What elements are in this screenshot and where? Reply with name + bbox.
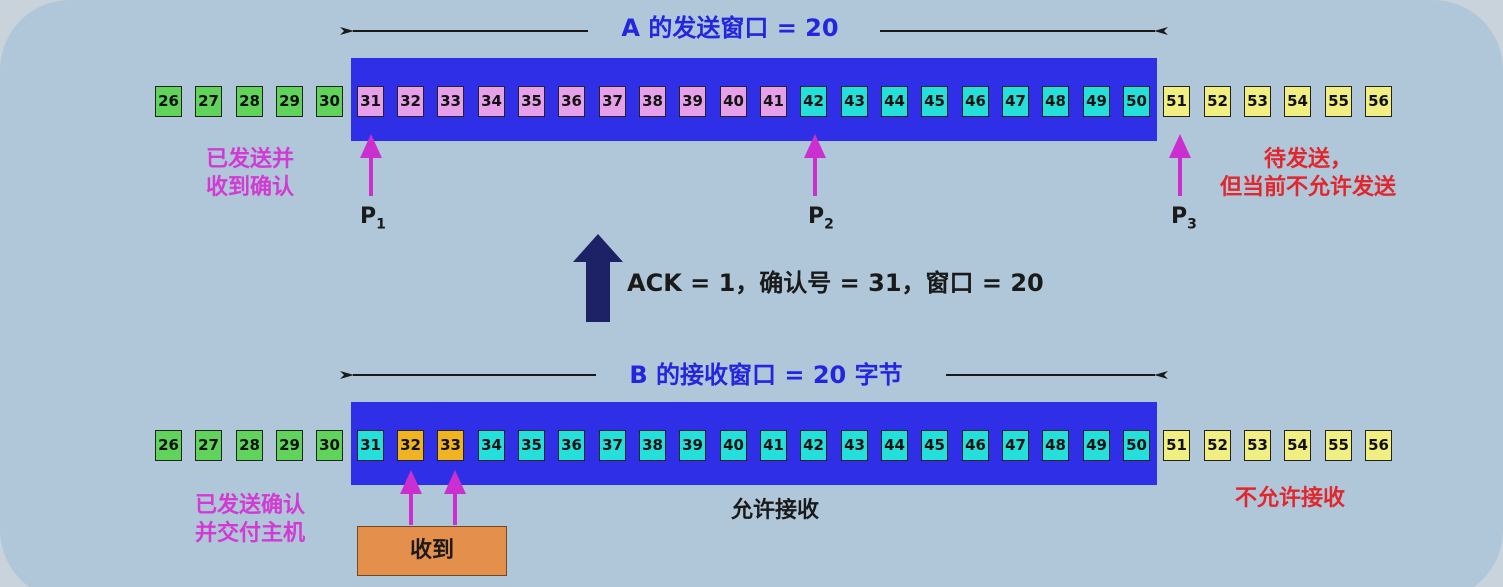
receive-byte-51: 51 bbox=[1163, 430, 1190, 461]
receive-byte-55: 55 bbox=[1325, 430, 1352, 461]
received-arrow-32 bbox=[400, 470, 422, 525]
send-byte-50: 50 bbox=[1123, 86, 1150, 117]
send-byte-45: 45 bbox=[921, 86, 948, 117]
receive-byte-31: 31 bbox=[357, 430, 384, 461]
send-byte-26: 26 bbox=[155, 86, 182, 117]
send-byte-56: 56 bbox=[1365, 86, 1392, 117]
receive-byte-38: 38 bbox=[639, 430, 666, 461]
send-byte-51: 51 bbox=[1163, 86, 1190, 117]
receive-window-title: B 的接收窗口 = 20 字节 bbox=[629, 361, 903, 389]
send-byte-43: 43 bbox=[841, 86, 868, 117]
receive-byte-52: 52 bbox=[1204, 430, 1231, 461]
pointer-p1-arrow bbox=[360, 134, 382, 196]
pointer-p2-arrow bbox=[804, 134, 826, 196]
pending-not-allowed-label-line1: 待发送， bbox=[1263, 147, 1352, 172]
receive-byte-27: 27 bbox=[195, 430, 222, 461]
receive-byte-41: 41 bbox=[760, 430, 787, 461]
send-byte-55: 55 bbox=[1325, 86, 1352, 117]
receive-byte-46: 46 bbox=[962, 430, 989, 461]
pointer-p1-sub: 1 bbox=[376, 216, 386, 233]
send-byte-49: 49 bbox=[1083, 86, 1110, 117]
send-byte-34: 34 bbox=[478, 86, 505, 117]
send-byte-36: 36 bbox=[558, 86, 585, 117]
pointer-p2-sub: 2 bbox=[824, 216, 834, 233]
receive-byte-33: 33 bbox=[437, 430, 464, 461]
send-window-title: A 的发送窗口 = 20 bbox=[621, 14, 839, 42]
send-byte-37: 37 bbox=[599, 86, 626, 117]
receive-byte-56: 56 bbox=[1365, 430, 1392, 461]
acked-delivered-label-line1: 已发送确认 bbox=[194, 493, 305, 518]
receive-byte-53: 53 bbox=[1244, 430, 1271, 461]
sent-acked-label: 已发送并 收到确认 bbox=[180, 146, 320, 202]
send-byte-52: 52 bbox=[1204, 86, 1231, 117]
pending-not-allowed-label-line2: 但当前不允许发送 bbox=[1219, 175, 1396, 200]
pending-not-allowed-label: 待发送， 但当前不允许发送 bbox=[1188, 146, 1428, 202]
pointer-p3-label: P3 bbox=[1171, 204, 1197, 232]
receive-byte-50: 50 bbox=[1123, 430, 1150, 461]
send-byte-30: 30 bbox=[316, 86, 343, 117]
received-box: 收到 bbox=[357, 526, 507, 576]
pointer-p2-label: P2 bbox=[808, 204, 834, 232]
send-byte-27: 27 bbox=[195, 86, 222, 117]
send-byte-47: 47 bbox=[1002, 86, 1029, 117]
send-byte-29: 29 bbox=[276, 86, 303, 117]
send-byte-41: 41 bbox=[760, 86, 787, 117]
send-byte-53: 53 bbox=[1244, 86, 1271, 117]
send-byte-35: 35 bbox=[518, 86, 545, 117]
send-byte-33: 33 bbox=[437, 86, 464, 117]
send-byte-54: 54 bbox=[1284, 86, 1311, 117]
allow-receive-label: 允许接收 bbox=[730, 498, 819, 523]
send-byte-42: 42 bbox=[800, 86, 827, 117]
sent-acked-label-line2: 收到确认 bbox=[205, 175, 294, 200]
receive-byte-54: 54 bbox=[1284, 430, 1311, 461]
acked-delivered-label-line2: 并交付主机 bbox=[194, 521, 305, 546]
send-byte-28: 28 bbox=[236, 86, 263, 117]
send-byte-32: 32 bbox=[397, 86, 424, 117]
receive-byte-26: 26 bbox=[155, 430, 182, 461]
send-byte-48: 48 bbox=[1042, 86, 1069, 117]
receive-byte-32: 32 bbox=[397, 430, 424, 461]
receive-byte-29: 29 bbox=[276, 430, 303, 461]
send-byte-31: 31 bbox=[357, 86, 384, 117]
send-byte-40: 40 bbox=[720, 86, 747, 117]
receive-byte-47: 47 bbox=[1002, 430, 1029, 461]
receive-byte-43: 43 bbox=[841, 430, 868, 461]
receive-byte-45: 45 bbox=[921, 430, 948, 461]
receive-byte-42: 42 bbox=[800, 430, 827, 461]
received-arrow-33 bbox=[444, 470, 466, 525]
acked-delivered-label: 已发送确认 并交付主机 bbox=[170, 492, 330, 548]
pointer-p3-arrow bbox=[1169, 134, 1191, 196]
receive-byte-37: 37 bbox=[599, 430, 626, 461]
receive-byte-34: 34 bbox=[478, 430, 505, 461]
pointer-p3-sub: 3 bbox=[1187, 216, 1197, 233]
send-byte-39: 39 bbox=[679, 86, 706, 117]
pointer-p1-label: P1 bbox=[360, 204, 386, 232]
ack-up-arrow bbox=[573, 234, 623, 322]
receive-byte-30: 30 bbox=[316, 430, 343, 461]
send-byte-38: 38 bbox=[639, 86, 666, 117]
send-byte-46: 46 bbox=[962, 86, 989, 117]
pointer-p2-base: P bbox=[808, 204, 825, 229]
receive-byte-49: 49 bbox=[1083, 430, 1110, 461]
receive-byte-48: 48 bbox=[1042, 430, 1069, 461]
receive-byte-40: 40 bbox=[720, 430, 747, 461]
ack-segment-text: ACK = 1，确认号 = 31，窗口 = 20 bbox=[627, 269, 1044, 297]
pointer-p3-base: P bbox=[1171, 204, 1188, 229]
send-byte-44: 44 bbox=[881, 86, 908, 117]
receive-byte-44: 44 bbox=[881, 430, 908, 461]
not-allow-receive-label: 不允许接收 bbox=[1234, 486, 1345, 511]
receive-byte-35: 35 bbox=[518, 430, 545, 461]
receive-byte-39: 39 bbox=[679, 430, 706, 461]
receive-byte-36: 36 bbox=[558, 430, 585, 461]
receive-byte-28: 28 bbox=[236, 430, 263, 461]
pointer-p1-base: P bbox=[360, 204, 377, 229]
sent-acked-label-line1: 已发送并 bbox=[205, 147, 294, 172]
